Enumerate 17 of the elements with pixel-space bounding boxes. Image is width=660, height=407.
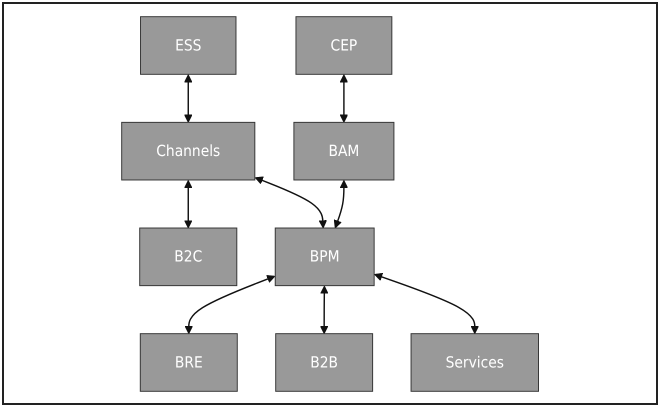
node-box: ESS [140, 16, 236, 74]
node-box: BAM [293, 121, 394, 180]
arrow [184, 74, 192, 122]
node-box: Channels [121, 121, 256, 180]
arrow [184, 274, 276, 334]
node-box: Services [410, 332, 539, 392]
node-box: BPM [274, 227, 375, 286]
node-box: CEP [295, 16, 392, 74]
node-box: BRE [140, 332, 238, 392]
arrow [254, 176, 327, 228]
arrow [334, 179, 348, 228]
arrow [374, 272, 479, 334]
arrow [184, 179, 192, 228]
arrow [340, 74, 348, 122]
arrow [320, 285, 328, 334]
node-box: B2B [275, 332, 373, 392]
node-box: B2C [139, 227, 238, 286]
